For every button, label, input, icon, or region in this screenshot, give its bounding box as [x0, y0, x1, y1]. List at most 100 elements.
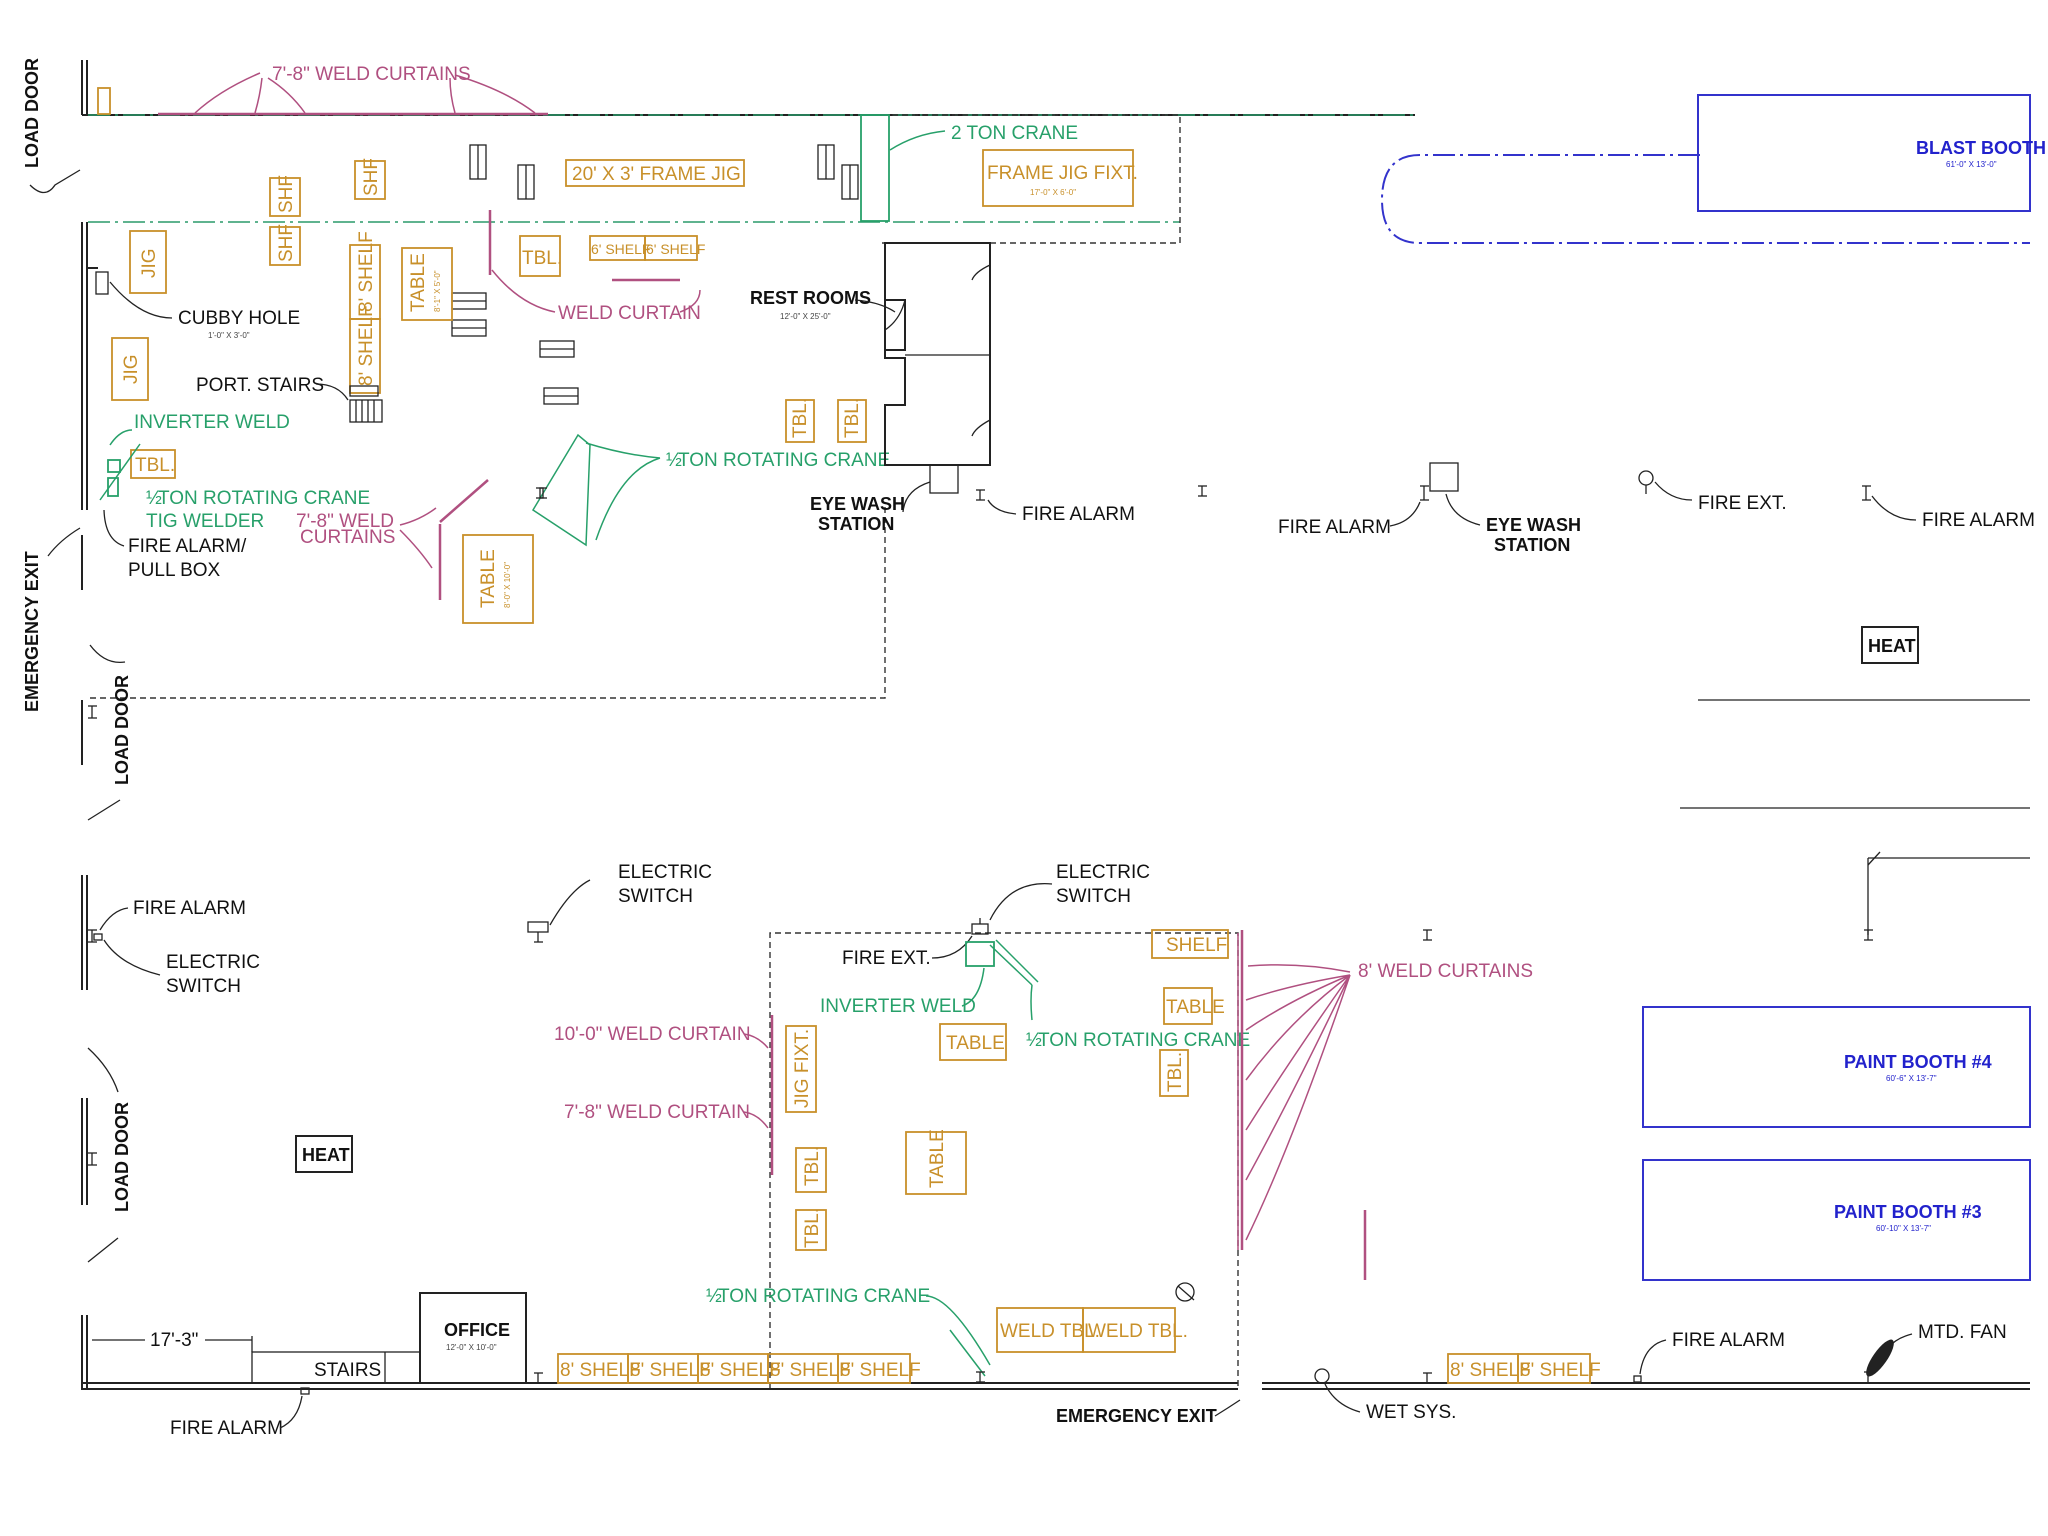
load-door-2[interactable]: LOAD DOOR — [87, 675, 132, 821]
rotating-crane-label-1: TON ROTATING CRANE — [158, 488, 370, 509]
load-door-1[interactable]: LOAD DOOR — [22, 58, 111, 194]
fire-alarm-4[interactable]: FIRE ALARM — [88, 898, 246, 943]
blast-booth-dim: 61'-0" X 13'-0" — [1946, 160, 1997, 169]
frame-jig-fixt-label: FRAME JIG FIXT. — [987, 163, 1138, 184]
bottom-shelf-2: 8' SHELF — [630, 1360, 711, 1381]
bottom-shelf-3: 8' SHELF — [700, 1360, 781, 1381]
emergency-exit-label-1: EMERGENCY EXIT — [22, 551, 42, 712]
port-stairs-label: PORT. STAIRS — [196, 375, 324, 396]
jig-label-1: JIG — [139, 248, 160, 278]
office-label: OFFICE — [444, 1320, 510, 1340]
tbl-label-low-3: TBL. — [802, 1208, 823, 1248]
lower-weld-area: ELECTRIC SWITCH FIRE EXT. INVERTER WELD … — [554, 862, 1533, 1388]
weld-curtains-78-label-a: 7'-8" WELD — [296, 511, 394, 532]
heat-label-1: HEAT — [1868, 636, 1916, 656]
blast-booth[interactable]: BLAST BOOTH 61'-0" X 13'-0" — [1697, 94, 2046, 212]
tbl-label-3: TBL. — [842, 398, 863, 438]
shelf-label-low: SHELF — [1166, 935, 1227, 956]
half-symbol-1: ½ — [146, 488, 162, 509]
load-door-3[interactable]: LOAD DOOR — [87, 1047, 132, 1263]
tig-welder-label: TIG WELDER — [146, 511, 264, 532]
inverter-weld-label-2: INVERTER WELD — [820, 996, 976, 1017]
col-marker-bottom — [534, 929, 1873, 1383]
table-small-dim: 8'-1" X 5'-0" — [433, 270, 442, 312]
load-door-label-1: LOAD DOOR — [22, 58, 42, 168]
weld-curtains-78-label-b: CURTAINS — [300, 527, 395, 548]
electric-label-2: ELECTRIC — [618, 862, 712, 883]
frame-jig-fixt-dim: 17'-0" X 6'-0" — [1030, 188, 1076, 197]
stairs[interactable]: STAIRS — [251, 1351, 421, 1384]
fire-alarm-pull-label-b: PULL BOX — [128, 560, 221, 581]
electric-label-1: ELECTRIC — [166, 952, 260, 973]
shf-label-1: SHF — [361, 158, 382, 196]
table-label-low-3: TABLE — [927, 1129, 948, 1188]
fire-alarm-5[interactable]: FIRE ALARM — [170, 1387, 310, 1439]
switch-label-1: SWITCH — [166, 976, 241, 997]
table-large-dim: 8'-0" X 10'-0" — [503, 562, 512, 608]
cubby-hole-dim: 1'-0" X 3'-0" — [208, 331, 250, 340]
half-symbol-3: ½ — [1026, 1030, 1042, 1051]
table-label-low-2: TABLE — [1166, 997, 1225, 1018]
paint-booth-3-label: PAINT BOOTH #3 — [1834, 1202, 1982, 1222]
tbl-label-low-2: TBL. — [802, 1146, 823, 1186]
shelf-8-label-1: 8' SHELF — [356, 231, 377, 312]
tbl-label-4: TBL. — [135, 455, 175, 476]
shf-label-2: SHF — [276, 175, 297, 213]
shelf-6-label-2: 6' SHELF — [646, 241, 705, 257]
dimension-label: 17'-3" — [150, 1330, 198, 1351]
load-door-label-2: LOAD DOOR — [112, 675, 132, 785]
mounted-fan[interactable]: MTD. FAN — [1862, 1322, 2007, 1383]
table-label-low-1: TABLE — [946, 1033, 1005, 1054]
sawhorse-stands — [451, 144, 859, 405]
heat-unit-1: HEAT — [1861, 626, 1919, 664]
electric-switch-1[interactable]: ELECTRIC SWITCH — [93, 933, 260, 997]
emergency-exit-label-2: EMERGENCY EXIT — [1056, 1406, 1217, 1426]
fire-alarm-6[interactable]: FIRE ALARM — [1633, 1330, 1785, 1383]
emergency-exit-2[interactable]: EMERGENCY EXIT — [1056, 1399, 1241, 1426]
tbl-label-2: TBL. — [790, 398, 811, 438]
paint-booth-3[interactable]: PAINT BOOTH #3 60'-10" X 13'-7" — [1642, 1159, 2031, 1281]
fire-ext-label-2: FIRE EXT. — [842, 948, 931, 969]
tbl-label-low-1: TBL. — [1165, 1052, 1186, 1092]
fire-alarm-label-4: FIRE ALARM — [133, 898, 246, 919]
bottom-shelf-5: 8' SHELF — [840, 1360, 921, 1381]
jig-label-2: JIG — [121, 354, 142, 384]
eye-wash-label-2b: STATION — [1494, 535, 1570, 555]
rotating-crane-label-4: TON ROTATING CRANE — [718, 1286, 930, 1307]
electric-label-3: ELECTRIC — [1056, 862, 1150, 883]
fire-alarm-label-3: FIRE ALARM — [1922, 510, 2035, 531]
electric-switch-2[interactable]: ELECTRIC SWITCH — [527, 862, 712, 943]
table-label-small: TABLE — [408, 253, 429, 312]
paint-booth-4-label: PAINT BOOTH #4 — [1844, 1052, 1992, 1072]
emergency-exit-1[interactable]: EMERGENCY EXIT — [22, 527, 126, 712]
eye-wash-station-2[interactable]: EYE WASH STATION — [1429, 462, 1581, 555]
weld-curtains-top-label: 7'-8" WELD CURTAINS — [272, 64, 471, 85]
weld-curtain-10-label: 10'-0" WELD CURTAIN — [554, 1024, 751, 1045]
bottom-shelf-1: 8' SHELF — [560, 1360, 641, 1381]
column-marker — [1198, 485, 1207, 497]
fire-alarm-3[interactable]: FIRE ALARM — [1862, 485, 2035, 531]
weld-curtain-78-label: 7'-8" WELD CURTAIN — [564, 1102, 750, 1123]
dimension-17-3: 17'-3" — [92, 1330, 253, 1352]
blast-booth-label: BLAST BOOTH — [1916, 138, 2046, 158]
fire-extinguisher-1[interactable]: FIRE EXT. — [1638, 470, 1787, 514]
crane-rails — [88, 114, 2030, 244]
rest-rooms-dim: 12'-0" X 25'-0" — [780, 312, 831, 321]
fire-alarm-1[interactable]: FIRE ALARM — [976, 489, 1135, 525]
office[interactable]: OFFICE 12'-0" X 10'-0" — [419, 1292, 527, 1384]
wet-system[interactable]: WET SYS. — [1314, 1368, 1456, 1423]
fire-alarm-label-5: FIRE ALARM — [170, 1418, 283, 1439]
table-label-large: TABLE — [478, 549, 499, 608]
two-ton-crane-label: 2 TON CRANE — [951, 123, 1078, 144]
paint-booth-3-dim: 60'-10" X 13'-7" — [1876, 1224, 1931, 1233]
fire-alarm-label-1: FIRE ALARM — [1022, 504, 1135, 525]
paint-booth-4[interactable]: PAINT BOOTH #4 60'-6" X 13'-7" — [1642, 1006, 2031, 1128]
heat-label-2: HEAT — [302, 1145, 350, 1165]
top-weld-area: 7'-8" WELD CURTAINS 2 TON CRANE 20' X 3'… — [87, 64, 1138, 699]
eye-wash-station-1[interactable]: EYE WASH STATION — [810, 464, 959, 534]
weld-curtains-8-label: 8' WELD CURTAINS — [1358, 961, 1533, 982]
rest-rooms[interactable]: REST ROOMS 12'-0" X 25'-0" — [750, 242, 991, 466]
rest-rooms-label: REST ROOMS — [750, 288, 871, 308]
weld-tbl-label-2: WELD TBL. — [1088, 1321, 1188, 1342]
fire-alarm-2[interactable]: FIRE ALARM — [1278, 485, 1429, 538]
